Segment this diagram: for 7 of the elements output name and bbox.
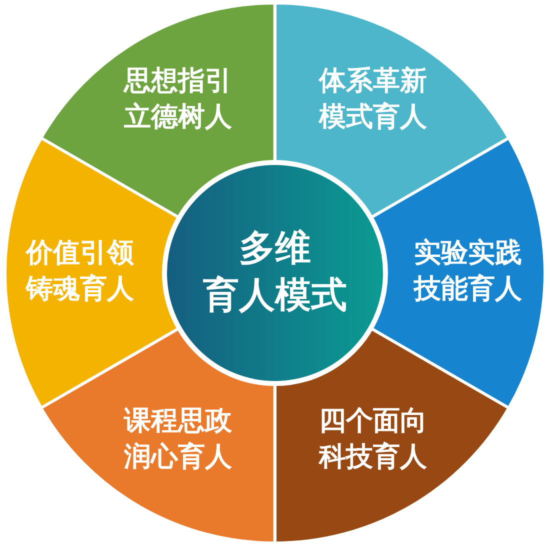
center-title: 多维育人模式 [202,227,348,318]
sector-label: 价值引领铸魂育人 [25,236,135,307]
sector-label: 实验实践技能育人 [413,236,523,307]
sector-label: 课程思政润心育人 [123,404,233,475]
sector-label: 思想指引立德树人 [123,64,233,135]
sector-label: 体系革新模式育人 [318,64,428,135]
sector-label: 四个面向科技育人 [318,404,428,475]
